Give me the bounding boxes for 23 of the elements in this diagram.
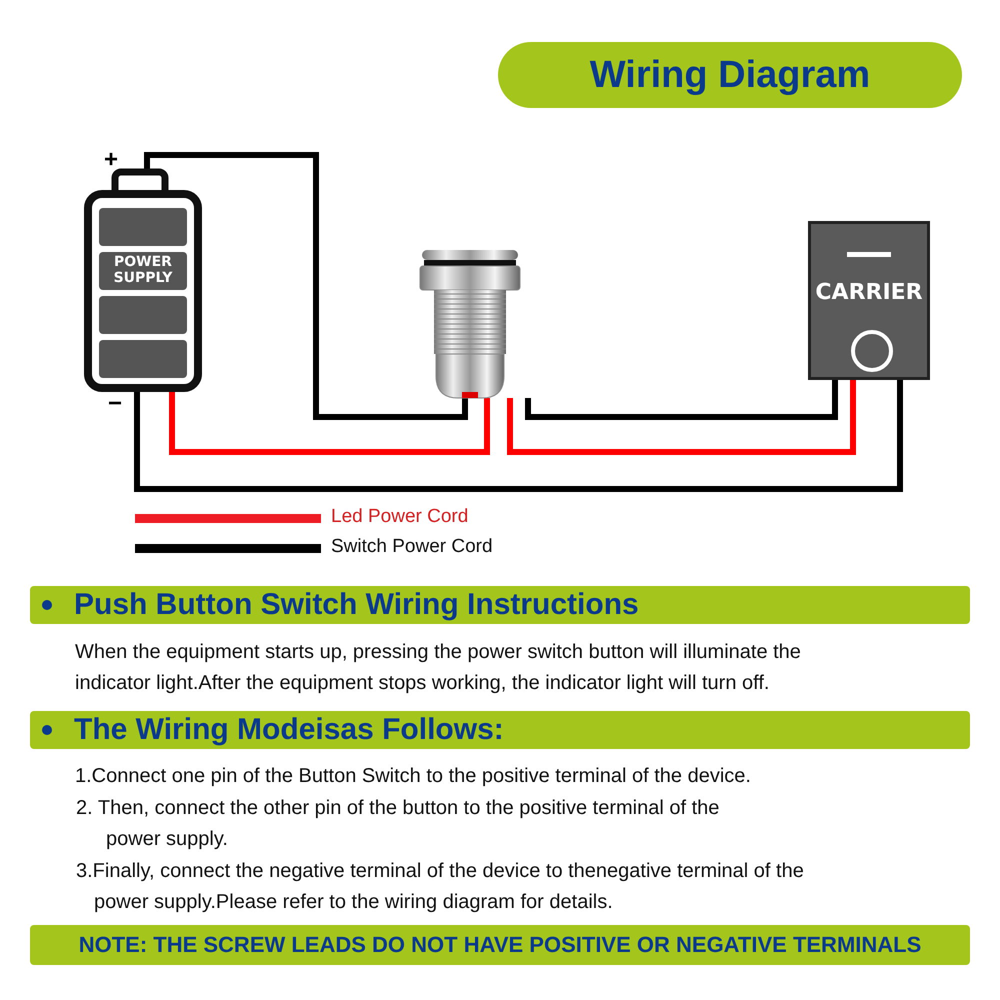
wire [134, 380, 903, 492]
section-band [30, 711, 970, 749]
carrier-box [808, 221, 930, 380]
instruction-step: 2. Then, connect the other pin of the button to the positive terminal of the power supply. [76, 793, 746, 855]
section-band [30, 925, 970, 965]
paragraph: When the equipment starts up, pressing the power switch button will illuminate the indicator light.After the equipment stops working, the indicator light will turn off. [75, 640, 802, 696]
section-band [30, 586, 970, 624]
title-banner: Wiring Diagram [498, 42, 962, 108]
terminal-sign: + [104, 146, 118, 174]
terminal-sign: − [108, 390, 122, 418]
instruction-step: 3.Finally, connect the negative terminal of the device to thenegative terminal of the power supply.Please refer to the wiring diagram for details. [76, 856, 834, 918]
wire [525, 380, 838, 420]
instruction-step: 1.Connect one pin of the Button Switch to the positive terminal of the device. [75, 761, 955, 792]
note-text: NOTE: THE SCREW LEADS DO NOT HAVE POSITIVE OR NEGATIVE TERMINALS [78, 932, 922, 958]
wire [169, 392, 490, 455]
wire [507, 380, 856, 455]
section-heading: Push Button Switch Wiring Instructions [74, 588, 639, 622]
legend-label: Led Power Cord [331, 506, 468, 528]
section-heading: The Wiring Modeisas Follows: [74, 713, 504, 747]
legend-label: Switch Power Cord [331, 536, 493, 558]
carrier-label: CARRIER [814, 280, 924, 305]
battery-label: POWER SUPPLY [112, 254, 174, 286]
wire [144, 152, 468, 420]
